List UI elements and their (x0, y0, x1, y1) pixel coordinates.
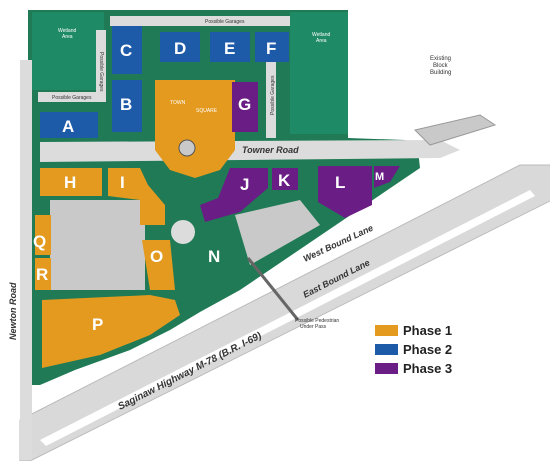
lot-D[interactable] (160, 32, 200, 62)
existing-block-1: Existing (430, 56, 451, 62)
lot-D-label: D (174, 39, 186, 58)
lot-E-label: E (224, 39, 235, 58)
highway-median (40, 190, 535, 446)
legend-swatch-phase-2 (375, 344, 398, 355)
top-road (110, 16, 290, 26)
towner-road (40, 140, 460, 162)
lot-B[interactable] (112, 80, 142, 132)
lot-F-label: F (266, 39, 276, 58)
lot-K-label: K (278, 171, 291, 190)
lot-G[interactable] (232, 82, 258, 132)
wetland-right (290, 12, 348, 134)
phase-legend: Phase 1 Phase 2 Phase 3 (375, 322, 475, 379)
town-square (155, 80, 235, 178)
towner-road-label: Towner Road (242, 145, 299, 155)
wetland-left-label-2: Area (62, 34, 73, 40)
possible-garages-top: Possible Garages (205, 19, 245, 25)
existing-building (414, 114, 497, 146)
lot-O-label: O (150, 247, 163, 266)
existing-block-3: Building (430, 70, 451, 76)
lot-F[interactable] (255, 32, 289, 62)
wetland-right-label-2: Area (316, 38, 327, 44)
legend-phase-1: Phase 1 (375, 322, 475, 339)
wetland-left-label-1: Wetland (58, 28, 76, 34)
parking-left (50, 200, 145, 290)
wetland-left (32, 12, 104, 90)
lot-H-label: H (64, 173, 76, 192)
left-road (20, 60, 32, 460)
legend-label-phase-1: Phase 1 (403, 323, 453, 338)
lot-R[interactable] (35, 258, 51, 290)
lot-J-label: J (240, 175, 249, 194)
legend-label-phase-3: Phase 3 (403, 361, 453, 376)
lot-K[interactable] (272, 168, 298, 190)
garage-strip-vert-left (96, 30, 106, 100)
lot-J[interactable] (200, 168, 268, 222)
lot-C[interactable] (112, 26, 142, 74)
town-label: TOWN (170, 100, 186, 106)
lot-H[interactable] (40, 168, 102, 196)
lot-L-label: L (335, 173, 345, 192)
parking-right (235, 200, 320, 265)
roundabout-center (178, 139, 196, 157)
possible-garages-vert-right: Possible Garages (270, 75, 276, 115)
legend-swatch-phase-3 (375, 363, 398, 374)
existing-block-2: Block (433, 63, 449, 69)
lot-A[interactable] (40, 112, 98, 138)
legend-swatch-phase-1 (375, 325, 398, 336)
possible-garages-left: Possible Garages (52, 95, 92, 101)
underpass-label-1: Possible Pedestrian (295, 318, 339, 324)
legend-phase-2: Phase 2 (375, 341, 475, 358)
lot-I[interactable] (108, 168, 165, 225)
lot-B-label: B (120, 95, 132, 114)
lot-E[interactable] (210, 32, 250, 62)
roundabout-south (171, 220, 195, 244)
lot-P[interactable] (42, 295, 180, 368)
lot-M-label: M (375, 171, 384, 183)
legend-phase-3: Phase 3 (375, 360, 475, 377)
lot-R-label: R (36, 265, 48, 284)
lot-Q[interactable] (35, 215, 51, 255)
garage-strip-vert-right (266, 60, 276, 138)
lot-N-label: N (208, 247, 220, 266)
lot-O[interactable] (142, 240, 175, 290)
wetland-right-label-1: Wetland (312, 32, 330, 38)
lot-Q-label: Q (33, 232, 46, 251)
newton-road-label: Newton Road (8, 282, 18, 340)
possible-garages-vert-left: Possible Garages (98, 52, 104, 92)
lot-A-label: A (62, 117, 74, 136)
lot-P-label: P (92, 315, 103, 334)
lot-G-label: G (238, 95, 251, 114)
lot-C-label: C (120, 41, 132, 60)
legend-label-phase-2: Phase 2 (403, 342, 453, 357)
underpass-line (246, 257, 300, 321)
underpass-label-2: Under Pass (300, 324, 327, 330)
square-label: SQUARE (196, 108, 218, 114)
lot-L[interactable] (318, 166, 372, 218)
lot-M[interactable] (374, 166, 400, 188)
lot-I-label: I (120, 173, 125, 192)
garage-strip-left (38, 92, 106, 102)
